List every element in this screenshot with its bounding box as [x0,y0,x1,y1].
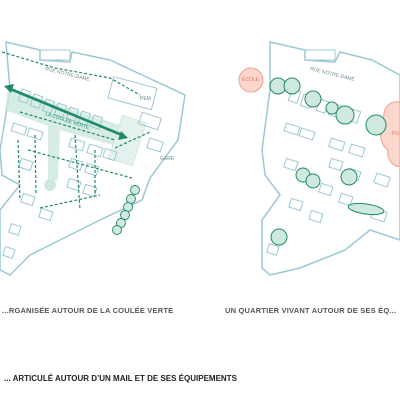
right-map: ÉCOLE PU RUE NOTRE-DAME [238,41,400,276]
left-dot-chain [112,185,140,235]
left-mail-band [5,88,135,182]
left-node [44,179,56,191]
right-caption: UN QUARTIER VIVANT AUTOUR DE SES ÉQ... [225,306,397,315]
left-gare-label: GARE [160,156,175,162]
right-green-bubbles [269,77,387,246]
left-street-label: RUE NOTRE-DAME [45,66,91,83]
left-hatched-zone [108,114,147,167]
right-public-bubble: PU [380,101,400,167]
right-site-outline [261,41,400,276]
left-buildings [2,49,164,259]
left-site-outline [0,41,186,276]
ecole-label: ÉCOLE [242,76,260,83]
bottom-title: ... ARTICULÉ AUTOUR D’UN MAIL ET DE SES … [4,374,237,383]
pu-label: PU [392,131,399,137]
left-map: RUE NOTRE-DAME LA COULÉE VERTE PEM GARE [0,41,186,276]
left-caption: ...RGANISÉE AUTOUR DE LA COULÉE VERTE [2,306,174,315]
right-buildings [266,49,391,256]
right-street-label: RUE NOTRE-DAME [310,66,356,83]
left-pem-label: PEM [140,96,151,102]
left-circulation-arrows [1,51,151,211]
right-ecole-bubble: ÉCOLE [238,67,264,93]
left-main-axis-arrow [4,84,128,140]
